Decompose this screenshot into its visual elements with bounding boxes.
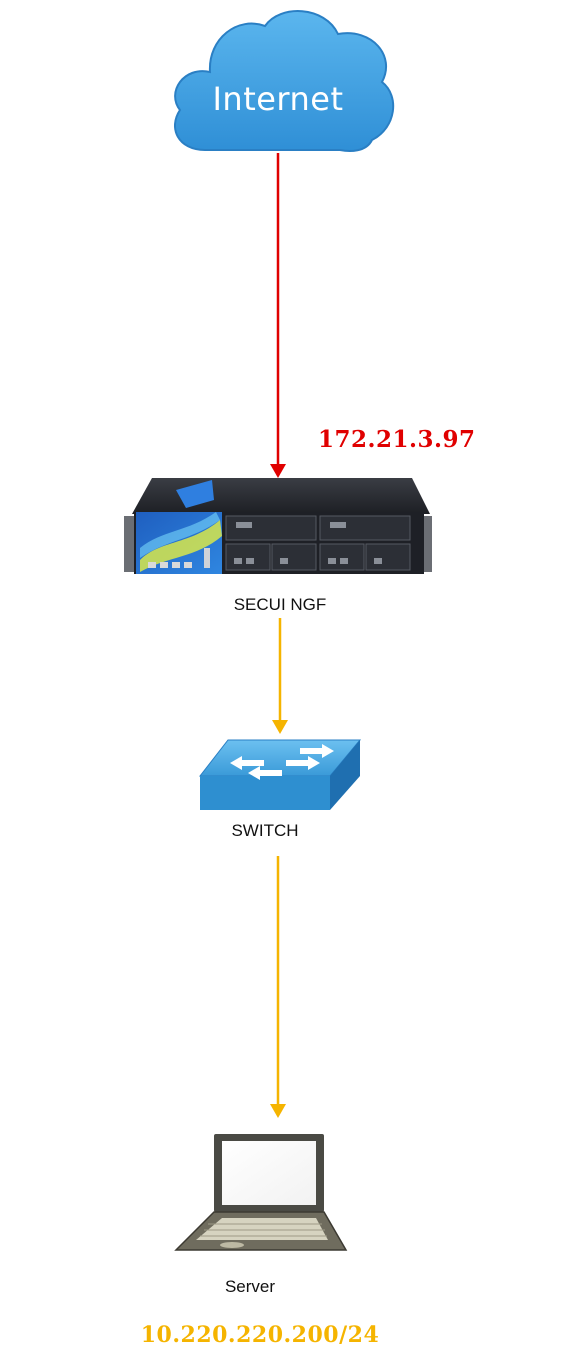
- switch-label: SWITCH: [231, 821, 299, 840]
- internet-label: Internet: [212, 80, 344, 118]
- server-subnet-label: 10.220.220.200/24: [140, 1322, 380, 1348]
- laptop-icon: [174, 1134, 348, 1251]
- network-switch-icon: [198, 739, 362, 810]
- firewall-appliance-icon: [124, 478, 432, 574]
- firewall-label: SECUI NGF: [233, 595, 327, 614]
- switch-server-link: [270, 856, 286, 1118]
- internet-firewall-link: [270, 153, 286, 478]
- cloud-icon: [174, 10, 395, 152]
- firewall-switch-link: [272, 618, 288, 734]
- firewall-ip-label: 172.21.3.97: [318, 426, 476, 453]
- server-label: Server: [224, 1277, 276, 1296]
